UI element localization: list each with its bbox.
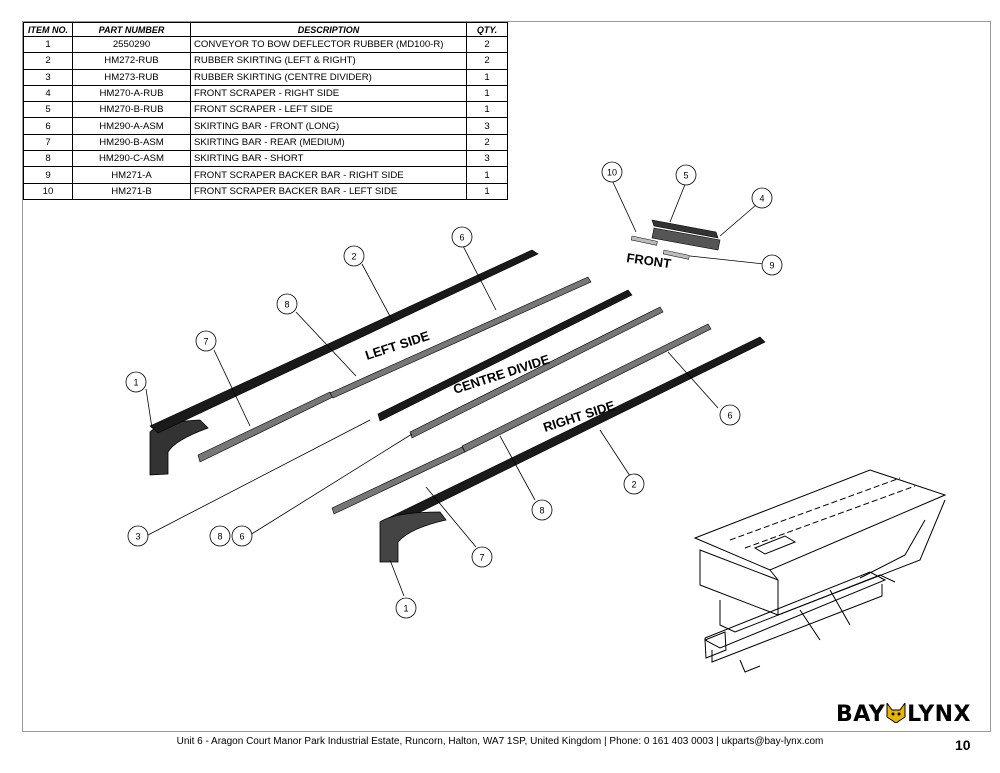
page-number: 10 bbox=[955, 737, 971, 753]
rubber-skirting-centre bbox=[377, 289, 633, 422]
balloon-circle bbox=[395, 597, 417, 619]
balloon-circle bbox=[601, 161, 623, 183]
balloon-circle bbox=[125, 371, 147, 393]
qty-cell: 1 bbox=[466, 182, 508, 200]
balloon-circle bbox=[209, 525, 231, 547]
balloon-number: 6 bbox=[459, 233, 464, 243]
logo-text-lynx: LYNX bbox=[907, 702, 972, 727]
item-no-cell: 10 bbox=[23, 182, 73, 200]
logo-text-bay: BAY bbox=[836, 702, 886, 727]
description-cell: FRONT SCRAPER BACKER BAR - LEFT SIDE bbox=[190, 182, 467, 200]
balloon-circle bbox=[531, 499, 553, 521]
balloon-number: 3 bbox=[135, 532, 140, 542]
balloon-circle bbox=[675, 164, 697, 186]
sheet-border bbox=[22, 21, 991, 732]
front-scraper-part bbox=[651, 227, 721, 251]
balloon-circle bbox=[343, 245, 365, 267]
balloon-number: 8 bbox=[284, 300, 289, 310]
balloon-number: 7 bbox=[479, 553, 484, 563]
hopper-assembly-view bbox=[693, 469, 947, 673]
balloon-circle bbox=[751, 187, 773, 209]
skirting-bar-short-upper bbox=[329, 276, 592, 399]
bay-lynx-logo: BAY LYNX bbox=[836, 701, 972, 727]
balloon-number: 6 bbox=[239, 532, 244, 542]
front-scraper-backer-bar bbox=[662, 249, 690, 260]
leader-lines bbox=[145, 179, 765, 597]
skirting-bar-front-middle bbox=[409, 306, 664, 439]
balloon-number: 4 bbox=[759, 194, 764, 204]
balloon-number: 8 bbox=[539, 506, 544, 516]
balloon-number: 1 bbox=[133, 378, 138, 388]
balloon-number: 7 bbox=[203, 337, 208, 347]
balloon-circle bbox=[231, 525, 253, 547]
front-scraper-part bbox=[651, 219, 719, 239]
skirting-bar-lower-left bbox=[331, 446, 466, 515]
balloon-group: 10 5 4 9 6 2 8 7 1 3 8 6 6 2 8 7 1 bbox=[125, 161, 783, 619]
balloon-circle bbox=[451, 226, 473, 248]
balloon-circle bbox=[761, 254, 783, 276]
lynx-head-icon bbox=[885, 701, 907, 724]
balloon-circle bbox=[471, 546, 493, 568]
balloon-number: 2 bbox=[631, 480, 636, 490]
footer-address: Unit 6 - Aragon Court Manor Park Industr… bbox=[176, 736, 824, 747]
balloon-number: 8 bbox=[217, 532, 222, 542]
balloon-number: 2 bbox=[351, 252, 356, 262]
balloon-number: 9 bbox=[769, 261, 774, 271]
balloon-number: 6 bbox=[727, 411, 732, 421]
balloon-number: 1 bbox=[403, 604, 408, 614]
balloon-circle bbox=[276, 293, 298, 315]
deflector-rubber-lower bbox=[379, 511, 447, 563]
balloon-number: 10 bbox=[607, 168, 617, 178]
rubber-skirting-upper bbox=[149, 249, 539, 434]
table-header-row: ITEM NO. PART NUMBER DESCRIPTION QTY. bbox=[23, 22, 508, 37]
rubber-skirting-lower bbox=[383, 336, 766, 528]
balloon-circle bbox=[719, 404, 741, 426]
balloon-circle bbox=[623, 473, 645, 495]
label-front: FRONT bbox=[626, 250, 672, 271]
front-scraper-backer-bar bbox=[630, 235, 658, 246]
balloon-circle bbox=[127, 525, 149, 547]
balloon-number: 5 bbox=[683, 171, 688, 181]
balloon-circle bbox=[195, 330, 217, 352]
